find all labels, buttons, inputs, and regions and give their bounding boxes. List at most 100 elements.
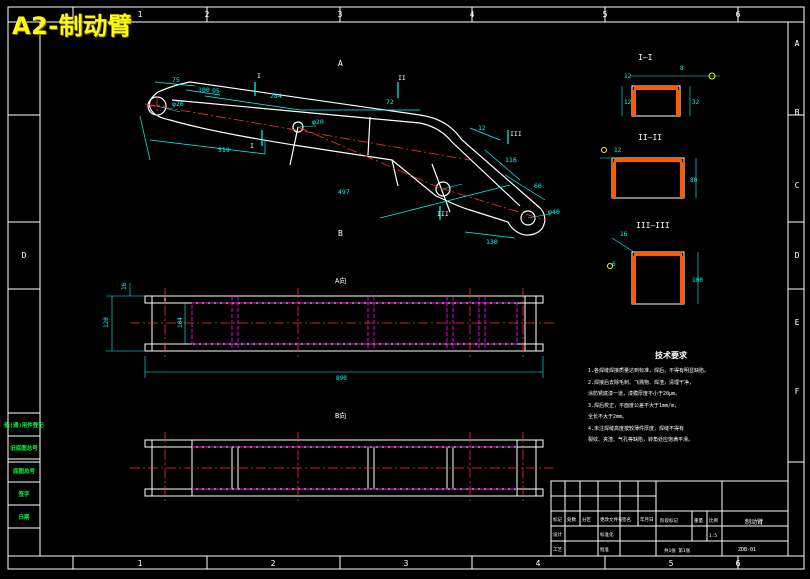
tech-heading: 技术要求 [655, 350, 688, 360]
section-II-dim-80: 80 [690, 177, 698, 184]
grid-top-1: 1 [138, 10, 143, 19]
tb-design: 设计 [553, 531, 562, 538]
section-mark-III-right: III [510, 130, 522, 138]
grid-right-E: E [795, 318, 800, 327]
tech-line-4: 3.焊后校正，平面度公差不大于1mm/m， [588, 402, 679, 409]
dim-519: 519 [218, 146, 230, 154]
main-view [139, 81, 551, 239]
tech-line-7: 裂纹、夹渣、气孔等缺陷，转角处应饱满平滑。 [588, 436, 693, 443]
weld-symbol-icon [708, 72, 716, 80]
grid-bottom-1: 1 [138, 559, 143, 568]
section-III-dim-16: 16 [620, 231, 628, 238]
grid-top-4: 4 [470, 10, 475, 19]
tb-stage: 阶段标记 [660, 517, 678, 524]
top-view-label: A向 [335, 276, 346, 285]
tb-process: 工艺 [553, 547, 562, 553]
dim-75: 75 [172, 76, 180, 84]
section-III-title: III—III [636, 221, 670, 230]
side-row-3: 签字 [17, 490, 30, 498]
tb-weight: 重量 [694, 517, 703, 524]
tech-line-3: 涂防锈底漆一道，漆膜厚度不小于20μm。 [588, 390, 680, 397]
top-view-dim-16: 16 [121, 282, 128, 290]
top-view-dim-890: 890 [336, 375, 347, 382]
tb-scale: 1:5 [709, 533, 717, 539]
dim-95: 95 [212, 87, 220, 95]
grid-top-2: 2 [205, 10, 210, 19]
section-I-dim-12a: 12 [624, 73, 632, 80]
section-mark-I-bottom: I [250, 142, 254, 150]
drawing-title: A2-制动臂 [12, 12, 133, 40]
bottom-view-label: B向 [335, 411, 346, 420]
grid-top-3: 3 [338, 10, 343, 19]
dim-284: 284 [270, 92, 282, 100]
main-view-labels: A B I I II III III 75 100 95 284 72 519 … [172, 59, 560, 246]
dim-497: 497 [338, 188, 350, 196]
dim-130: 130 [486, 238, 498, 246]
tech-requirements: 技术要求 1.各焊缝焊接质量达到标准，焊后，不得有明显缺陷。 2.焊接后去除毛刺… [588, 350, 709, 443]
section-I-dim-32: 32 [692, 99, 700, 106]
tech-line-6: 4.未注焊缝高度按较薄件厚度，焊缝不得有 [588, 425, 684, 432]
view-a-label: A [338, 59, 343, 68]
grid-top-6: 6 [736, 10, 741, 19]
dim-60: 60 [534, 182, 542, 190]
side-row-2: 底图总号 [12, 467, 36, 475]
view-b-label: B [338, 229, 343, 238]
dim-12: 12 [478, 124, 486, 132]
grid-right-D: D [795, 251, 800, 260]
grid-left-D: D [22, 251, 27, 260]
section-II-dim-12: 12 [614, 147, 622, 154]
side-row-0: 借(通)用件登记 [3, 421, 44, 429]
section-I: I—I 12 12 32 8 [621, 53, 720, 117]
tb-ratio: 比例 [709, 517, 718, 524]
tb-label-mark: 标记 [553, 516, 562, 523]
dim-116: 116 [505, 156, 517, 164]
section-III: III—III 100 16 6 [607, 221, 703, 305]
grid-bottom-4: 4 [536, 559, 541, 568]
section-I-title: I—I [638, 53, 653, 62]
dim-phi-right: φ40 [548, 208, 560, 216]
section-III-dim-6: 6 [612, 261, 616, 268]
drawing-frame [7, 6, 805, 570]
top-view-dim-120: 120 [103, 317, 110, 328]
weld-symbol-icon [607, 263, 613, 269]
section-mark-II-top: II [398, 74, 406, 82]
bottom-view: B向 [130, 411, 555, 504]
tb-part-name: 制动臂 [745, 518, 763, 526]
side-row-4: 日期 [18, 513, 30, 521]
weld-symbol-icon [601, 147, 607, 153]
section-mark-III-bottom: III [437, 210, 449, 218]
section-I-dim-8: 8 [680, 65, 684, 72]
top-view: A向 [103, 276, 555, 382]
grid-right-B: B [795, 108, 800, 117]
section-mark-I-top: I [257, 72, 261, 80]
tb-label-date: 年月日 [640, 516, 654, 523]
tech-line-2: 2.焊接后去除毛刺、飞溅物、焊渣，清理干净， [588, 379, 694, 386]
section-I-dim-12b: 12 [624, 99, 632, 106]
tb-label-change: 更改文件号 [600, 516, 623, 523]
grid-bottom-2: 2 [271, 559, 276, 568]
grid-top-5: 5 [603, 10, 608, 19]
grid-right-F: F [795, 387, 800, 396]
tb-standard: 标准化 [600, 531, 614, 538]
grid-right-C: C [795, 181, 800, 190]
grid-labels: 1 2 3 4 5 6 1 2 3 4 5 6 A B C D E F D [22, 10, 800, 568]
tb-label-count: 处数 [567, 516, 576, 523]
side-table: 借(通)用件登记 旧底图总号 底图总号 签字 日期 [3, 412, 44, 557]
top-view-dim-104: 104 [177, 317, 184, 328]
dim-72: 72 [386, 98, 394, 106]
tech-line-1: 1.各焊缝焊接质量达到标准，焊后，不得有明显缺陷。 [588, 367, 709, 374]
grid-bottom-5: 5 [669, 559, 674, 568]
grid-right-A: A [795, 39, 800, 48]
tb-label-sign: 签名 [622, 516, 631, 523]
tb-approve: 批准 [600, 546, 609, 553]
dim-phi-left: φ26 [172, 100, 184, 108]
tb-drawing-no: ZDB-01 [738, 547, 756, 553]
dim-100: 100 [198, 86, 210, 94]
title-block: 标记 处数 分区 更改文件号 签名 年月日 设计 标准化 工艺 批准 阶段标记 … [550, 480, 789, 557]
tech-line-5: 全长不大于2mm。 [588, 413, 627, 420]
dim-phi-mid: φ20 [312, 118, 324, 126]
grid-bottom-3: 3 [404, 559, 409, 568]
tb-sheet: 共1张 第1张 [664, 547, 691, 554]
